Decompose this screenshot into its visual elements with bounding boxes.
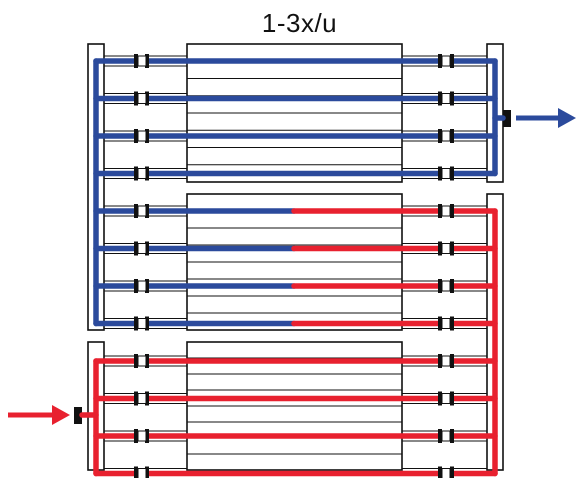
fitting-cap [145, 391, 149, 406]
fitting-cap [145, 279, 149, 293]
fitting-body [137, 430, 147, 442]
diagram-title: 1-3x/u [261, 8, 338, 38]
fitting-cap [438, 429, 442, 443]
fitting-body [441, 355, 451, 367]
fitting-cap [145, 91, 149, 106]
fitting-cap [145, 354, 149, 368]
fitting-cap [438, 466, 442, 478]
fitting-cap [145, 166, 149, 181]
fitting-body [137, 280, 147, 292]
fitting-body [137, 355, 147, 367]
fitting-cap [134, 466, 138, 478]
fitting-cap [438, 54, 442, 68]
fitting-body [441, 168, 451, 179]
fitting-cap [145, 204, 149, 218]
fitting-cap [438, 166, 442, 181]
fitting-cap [438, 204, 442, 218]
fitting-cap [134, 354, 138, 368]
fitting-body [137, 393, 147, 404]
fitting-cap [450, 204, 454, 218]
fitting-body [441, 430, 451, 442]
fitting-cap [145, 54, 149, 68]
fitting-body [137, 130, 147, 142]
fitting-cap [450, 391, 454, 406]
fitting-body [137, 468, 147, 478]
fitting-cap [450, 54, 454, 68]
fitting-cap [134, 54, 138, 68]
fitting-cap [145, 129, 149, 143]
fitting-body [441, 205, 451, 217]
fitting-cap [450, 166, 454, 181]
fitting-cap [134, 241, 138, 256]
fitting-cap [450, 354, 454, 368]
fitting-cap [438, 129, 442, 143]
fitting-cap [134, 166, 138, 181]
fitting-cap [438, 391, 442, 406]
fitting-cap [450, 316, 454, 331]
inlet-nozzle [74, 407, 82, 424]
fitting-body [137, 205, 147, 217]
fitting-cap [450, 129, 454, 143]
fitting-cap [134, 129, 138, 143]
fitting-cap [145, 241, 149, 256]
outlet-arrow-icon-head [558, 108, 576, 128]
fitting-body [441, 93, 451, 104]
fitting-cap [450, 279, 454, 293]
fitting-cap [450, 91, 454, 106]
left-header-frame [87, 43, 105, 331]
fitting-body [441, 280, 451, 292]
fitting-cap [134, 91, 138, 106]
fitting-cap [450, 429, 454, 443]
fitting-body [441, 393, 451, 404]
fitting-cap [438, 279, 442, 293]
fitting-cap [438, 91, 442, 106]
fitting-cap [145, 466, 149, 478]
fitting-cap [438, 241, 442, 256]
fitting-cap [134, 279, 138, 293]
inlet-arrow-icon-head [52, 405, 70, 425]
fitting-body [137, 55, 147, 67]
fitting-cap [450, 466, 454, 478]
fitting-cap [134, 391, 138, 406]
fitting-cap [134, 204, 138, 218]
fitting-body [137, 168, 147, 179]
fitting-body [441, 468, 451, 478]
fitting-cap [145, 316, 149, 331]
fitting-cap [134, 316, 138, 331]
fitting-cap [145, 429, 149, 443]
fitting-cap [134, 429, 138, 443]
fitting-body [137, 243, 147, 254]
fitting-cap [438, 316, 442, 331]
fitting-cap [438, 354, 442, 368]
fitting-body [441, 55, 451, 67]
outlet-nozzle [503, 110, 511, 127]
fitting-cap [450, 241, 454, 256]
fitting-body [137, 93, 147, 104]
fitting-body [441, 130, 451, 142]
fitting-body [137, 318, 147, 329]
fitting-body [441, 243, 451, 254]
fitting-body [441, 318, 451, 329]
